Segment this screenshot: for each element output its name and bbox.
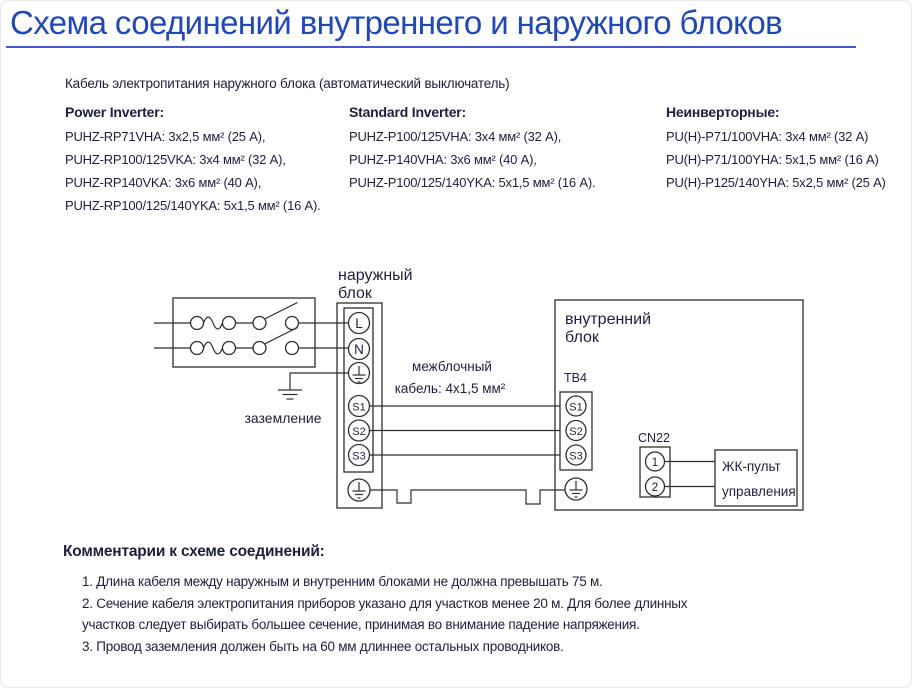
spec-line: PUHZ-P140VHA: 3х6 мм² (40 А), (349, 152, 537, 167)
outdoor-unit-label-line1: наружный (338, 267, 413, 284)
cn22-label: CN22 (638, 431, 670, 445)
spec-line: PUHZ-RP100/125VKA: 3х4 мм² (32 А), (65, 152, 286, 167)
spec-column-non-inverter: Неинверторные: PU(H)-P71/100VHA: 3х4 мм²… (666, 100, 886, 194)
ground-interunit-wire (370, 489, 565, 505)
spec-heading: Standard Inverter: (349, 104, 466, 120)
title-underline (6, 46, 856, 48)
comment-line: участков следует выбирать большее сечени… (82, 617, 640, 632)
tb4-terminal-block: TB4 S1 S2 S3 (559, 371, 593, 471)
cn22-pin-1-label: 1 (652, 457, 658, 469)
earth-icon (569, 481, 583, 498)
comment-line: 3. Провод заземления должен быть на 60 м… (82, 638, 564, 654)
spec-line: PU(H)-P125/140YHA: 5х2,5 мм² (25 А) (666, 175, 886, 190)
fuse-icon (189, 340, 237, 356)
spec-heading: Неинверторные: (666, 104, 780, 120)
indoor-terminal-s2 (565, 419, 587, 442)
indoor-terminal-s3-label: S3 (569, 451, 582, 463)
remote-control-box: ЖК-пульт управления (714, 449, 798, 507)
spec-column-standard-inverter: Standard Inverter: PUHZ-P100/125VHA: 3х4… (349, 100, 596, 194)
spec-column-power-inverter: Power Inverter: PUHZ-RP71VHA: 3х2,5 мм² … (65, 100, 321, 217)
interunit-cable-label: межблочный кабель: 4х1,5 мм² (395, 359, 506, 396)
terminal-n-label: N (354, 342, 364, 357)
spec-line: PUHZ-RP140VKA: 3х6 мм² (40 А), (65, 175, 262, 190)
terminal-l (347, 311, 371, 335)
ground-wire (289, 372, 349, 390)
outdoor-terminal-strip: наружный блок L N S1 S2 S3 (336, 267, 413, 509)
ground-label: заземление (244, 410, 321, 426)
interunit-wires (369, 405, 565, 505)
indoor-unit-label-line1: внутренний (565, 311, 651, 328)
comment-line: 2. Сечение кабеля электропитания приборо… (82, 595, 688, 611)
tb4-label: TB4 (564, 371, 587, 385)
indoor-terminal-s1 (565, 395, 587, 417)
earth-icon (278, 389, 302, 400)
fuse-icon (189, 315, 237, 331)
remote-label-line2: управления (722, 484, 796, 499)
terminal-n (347, 337, 371, 361)
spec-line: PUHZ-P100/125VHA: 3х4 мм² (32 А), (349, 129, 562, 144)
switch-icon (252, 301, 300, 331)
earth-icon (352, 482, 366, 499)
indoor-terminal-s3 (565, 444, 587, 466)
cn22-pin-2-label: 2 (652, 482, 658, 494)
indoor-terminal-s2-label: S2 (569, 426, 582, 438)
spec-line: PU(H)-P71/100VHA: 3х4 мм² (32 А) (666, 129, 869, 144)
spec-line: PUHZ-P100/125/140YKA: 5х1,5 мм² (16 А). (349, 175, 596, 190)
terminal-s3-label: S3 (352, 451, 365, 463)
page-title: Схема соединений внутреннего и наружного… (10, 4, 783, 41)
spec-line: PUHZ-RP100/125/140YKA: 5х1,5 мм² (16 А). (65, 198, 321, 213)
indoor-unit-label-line2: блок (565, 329, 600, 346)
switch-icon (252, 326, 300, 356)
spec-line: PU(H)-P71/100YHA: 5х1,5 мм² (16 А) (666, 152, 879, 167)
terminal-s2 (347, 419, 371, 442)
indoor-unit-box: внутренний блок TB4 S1 S2 S3 CN22 1 2 (554, 299, 804, 511)
outdoor-unit-label-line2: блок (338, 285, 373, 302)
terminal-l-label: L (355, 316, 363, 331)
indoor-terminal-s1-label: S1 (569, 402, 582, 414)
terminal-s1 (347, 394, 371, 418)
power-cable-note: Кабель электропитания наружного блока (а… (65, 76, 510, 91)
terminal-s3 (347, 443, 371, 467)
comments-list: 1. Длина кабеля между наружным и внутрен… (82, 571, 688, 657)
spec-heading: Power Inverter: (65, 104, 164, 120)
circuit-breaker-box (154, 297, 349, 368)
earth-icon (352, 366, 366, 383)
cable-label-line1: межблочный (412, 359, 492, 374)
remote-label-line1: ЖК-пульт (722, 459, 781, 474)
terminal-s1-label: S1 (352, 402, 365, 414)
comment-line: 1. Длина кабеля между наружным и внутрен… (82, 574, 603, 589)
terminal-s2-label: S2 (352, 426, 365, 438)
spec-line: PUHZ-RP71VHA: 3х2,5 мм² (25 А), (65, 129, 266, 144)
cn22-connector: CN22 1 2 (638, 431, 671, 498)
comments-heading: Комментарии к схеме соединений: (63, 543, 325, 560)
grounding: заземление (244, 372, 349, 426)
cable-label-line2: кабель: 4х1,5 мм² (395, 381, 506, 396)
